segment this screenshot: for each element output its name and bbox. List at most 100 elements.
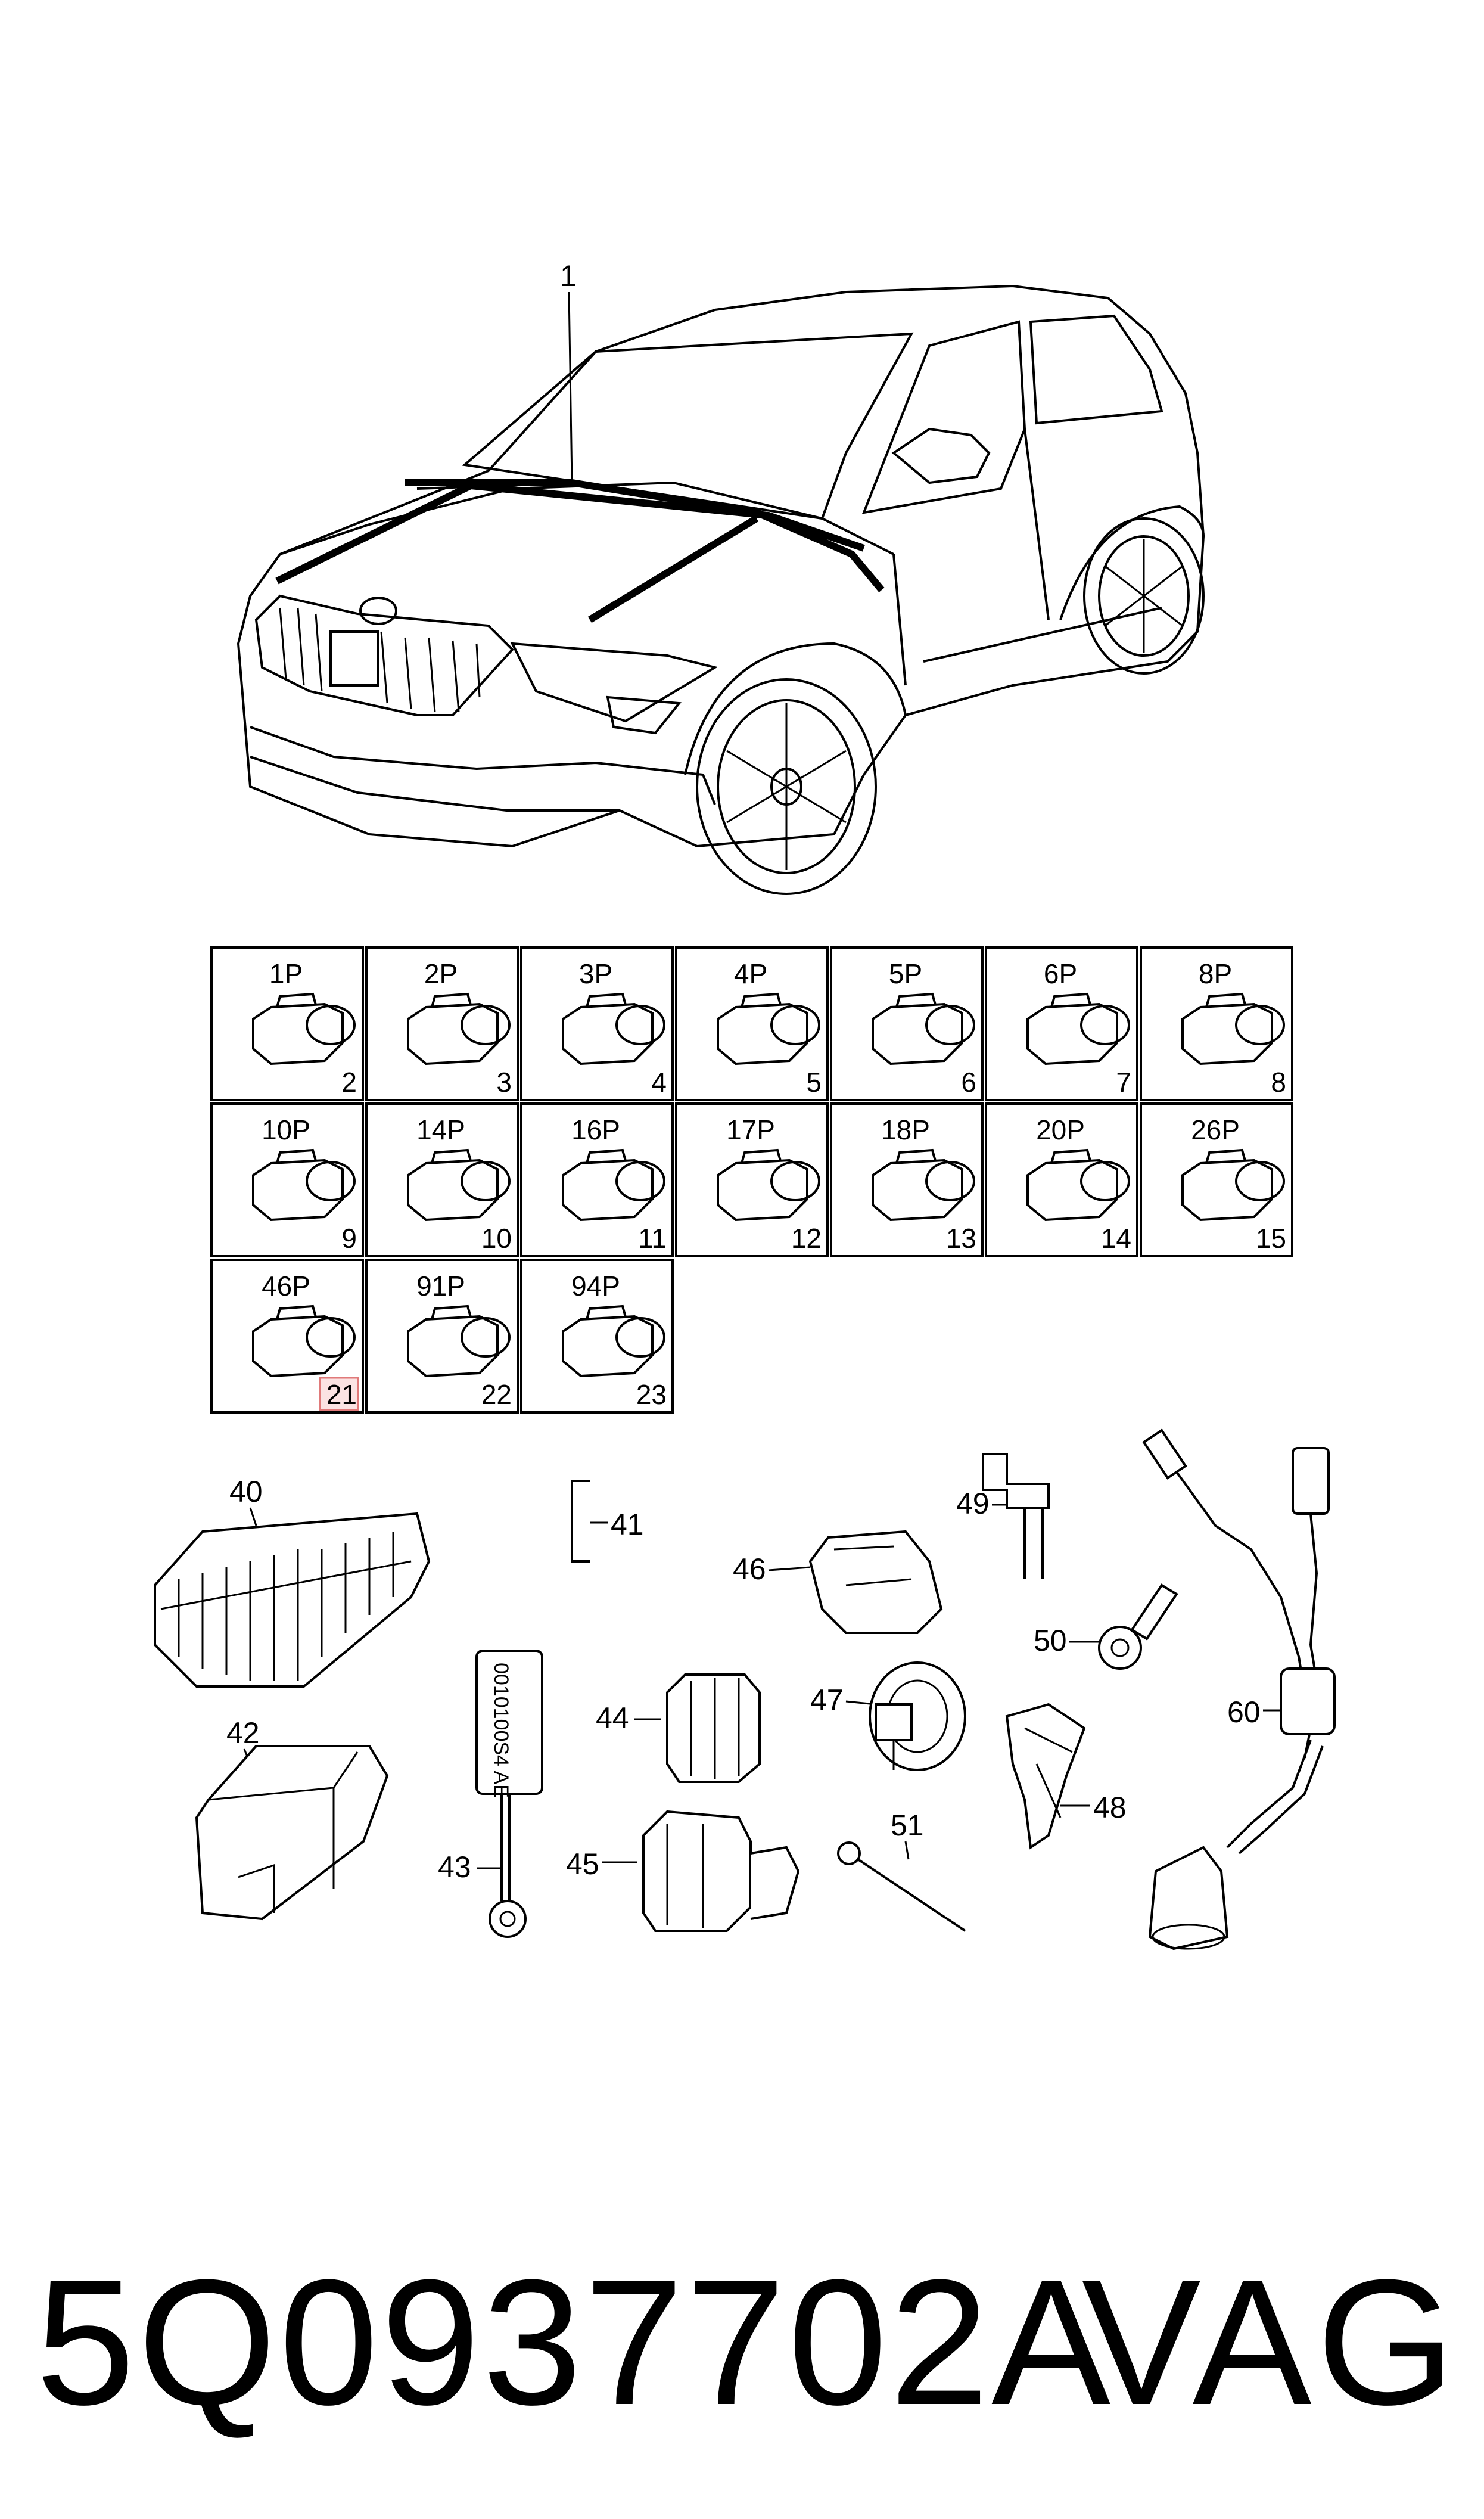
part-45-relay[interactable]: 45 [566,1810,800,1932]
connector-icon [252,1158,344,1222]
connector-icon-latch [1050,992,1091,1008]
connector-cell-number: 22 [481,1379,512,1410]
connector-icon-seal [1235,1005,1285,1045]
connector-cell[interactable]: 4P5 [675,946,829,1101]
connector-cell-label: 10P [262,1114,310,1145]
connector-icon-latch [1205,1148,1246,1164]
connector-icon [872,1158,963,1222]
part-44-relay-holder[interactable]: 44 [596,1673,761,1783]
connector-icon-latch [276,1148,317,1164]
connector-icon-seal [615,1317,665,1358]
connector-icon-seal [615,1005,665,1045]
part-46-housing[interactable]: 46 [733,1530,943,1634]
connector-icon [562,1315,654,1378]
connector-icon-latch [1205,992,1246,1008]
connector-icon [407,1002,499,1066]
connector-cell[interactable]: 3P4 [520,946,674,1101]
footer: 5Q0937702A VAG [0,2217,1484,2467]
connector-cell-number: 3 [496,1067,512,1098]
part-51-pin[interactable]: 51 [837,1809,966,1932]
connector-icon-seal [1080,1161,1130,1201]
callout-45-label: 45 [566,1847,599,1881]
connector-icon [1181,1158,1273,1222]
connector-cell-number: 4 [651,1067,667,1098]
connector-cell-label: 94P [571,1271,620,1302]
connector-icon [1026,1158,1118,1222]
connector-cell-label: 1P [269,958,303,989]
connector-icon [717,1002,808,1066]
connector-icon [717,1158,808,1222]
connector-icon-seal [925,1161,975,1201]
connector-cell-number: 10 [481,1223,512,1254]
connector-cell-label: 20P [1036,1114,1085,1145]
connector-icon-seal [925,1005,975,1045]
part-41-clip[interactable]: 41 [571,1480,644,1563]
connector-cell[interactable]: 2P3 [365,946,519,1101]
callout-43-label: 43 [438,1850,471,1884]
part-60-harness[interactable]: 60 [1142,1428,1336,1950]
connector-icon-latch [586,992,627,1008]
connector-cell[interactable]: 94P 23 [520,1259,674,1414]
callout-60-label: 60 [1227,1695,1261,1729]
connector-cell-number: 12 [791,1223,822,1254]
connector-icon-latch [741,992,782,1008]
connector-icon-seal [1080,1005,1130,1045]
connector-icon [872,1002,963,1066]
connector-cell-number: 23 [636,1379,667,1410]
connector-cell-number: 6 [961,1067,976,1098]
connector-icon [407,1158,499,1222]
callout-51-label: 51 [891,1809,924,1842]
connector-cell-number: 15 [1256,1223,1286,1254]
part-43-label-ring[interactable]: 0010100S4 AE 43 [438,1650,543,1938]
parts-group: 40 41 42 0010100S4 AE 43 [154,1428,1336,1950]
connector-cell-label: 16P [571,1114,620,1145]
part-50-ring-terminal[interactable]: 50 [1034,1583,1178,1670]
connector-icon-seal [306,1005,356,1045]
connector-cell[interactable]: 16P 11 [520,1102,674,1257]
callout-48-label: 48 [1093,1791,1127,1824]
connector-cell[interactable]: 8P8 [1140,946,1293,1101]
connector-icon-latch [895,992,937,1008]
callout-40-label: 40 [229,1475,263,1508]
connector-icon-seal [770,1005,820,1045]
part-42-bracket[interactable]: 42 [195,1716,389,1921]
connector-cell-number: 11 [638,1223,667,1254]
part-43-label-text: 0010100S4 AE [490,1663,512,1798]
connector-cell-number: 2 [341,1067,357,1098]
part-48-clip[interactable]: 48 [1005,1703,1127,1850]
connector-icon-seal [461,1005,511,1045]
connector-icon-latch [431,1148,472,1164]
connector-cell[interactable]: 6P7 [985,946,1138,1101]
vehicle-illustration [237,284,1205,895]
connector-icon-seal [461,1317,511,1358]
connector-icon [562,1158,654,1222]
connector-icon-seal [306,1161,356,1201]
part-47-grommet[interactable]: 47 [810,1661,966,1771]
connector-cell-label: 18P [881,1114,930,1145]
connector-icon-latch [895,1148,937,1164]
connector-cell-label: 8P [1199,958,1232,989]
connector-icon-seal [461,1161,511,1201]
part-49-sensor[interactable]: 49 [956,1453,1050,1579]
connector-cell-label: 26P [1191,1114,1240,1145]
part-40-fuse-box[interactable]: 40 [154,1475,431,1688]
callout-42-label: 42 [226,1716,260,1750]
connector-icon-latch [276,1304,317,1320]
callout-47-label: 47 [810,1684,844,1717]
connector-cell[interactable]: 1P 2 [210,946,364,1101]
connector-icon-latch [741,1148,782,1164]
callout-49-label: 49 [956,1487,990,1520]
connector-icon-latch [431,1304,472,1320]
connector-cell[interactable]: 5P6 [830,946,984,1101]
connector-cell[interactable]: 26P 15 [1140,1102,1293,1257]
part-number-label: 5Q0937702A [36,2242,1113,2442]
